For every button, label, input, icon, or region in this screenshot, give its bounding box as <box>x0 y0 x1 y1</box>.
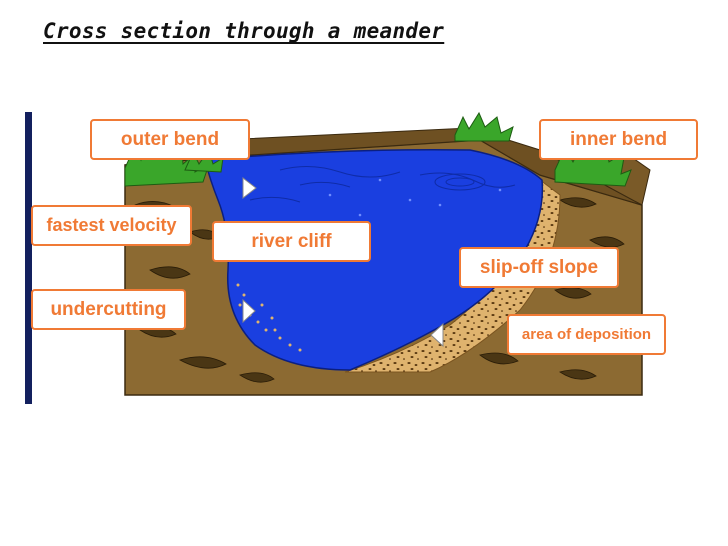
inner-bend-label: inner bend <box>539 119 698 160</box>
undercutting-pointer-arrow <box>242 298 256 324</box>
river-cliff-label: river cliff <box>212 221 371 262</box>
slip-off-slope-label: slip-off slope <box>459 247 619 288</box>
grass-right <box>454 111 632 187</box>
left-sidebar-bar <box>25 112 32 404</box>
undercutting-label: undercutting <box>31 289 186 330</box>
area-of-deposition-label: area of deposition <box>507 314 666 355</box>
deposition-pointer-arrow <box>430 322 444 348</box>
water-dots <box>328 178 502 217</box>
fastest-velocity-label: fastest velocity <box>31 205 192 246</box>
outer-bend-label: outer bend <box>90 119 250 160</box>
outer-bend-pointer-arrow <box>242 176 257 200</box>
water-ripples <box>249 166 516 203</box>
page-title: Cross section through a meander <box>43 19 445 43</box>
